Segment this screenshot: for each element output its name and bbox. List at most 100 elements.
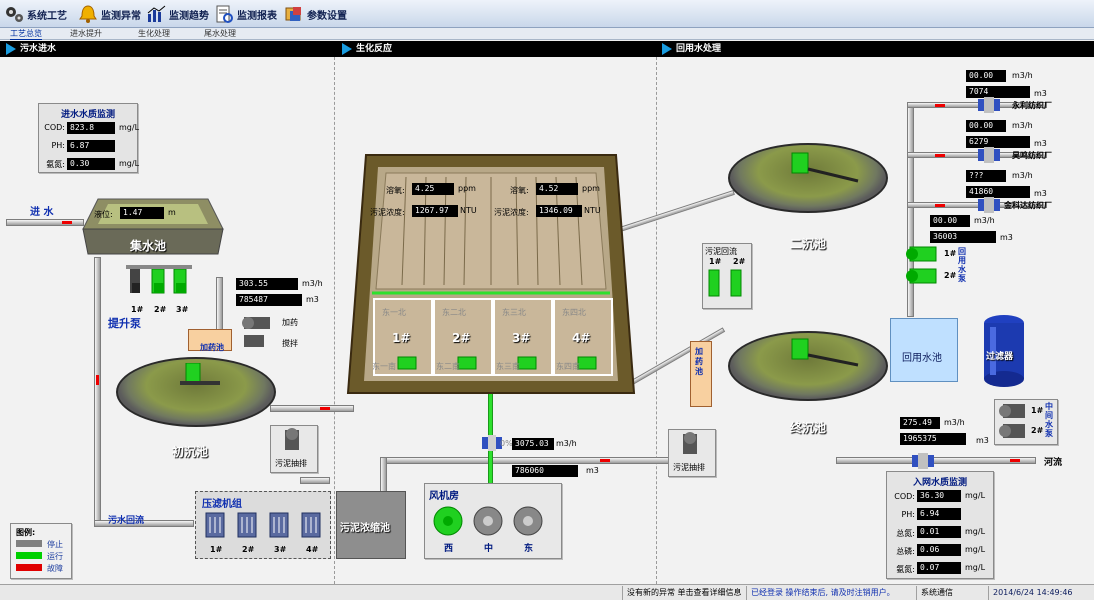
bio-cell-2[interactable]: 2#	[452, 331, 471, 345]
blower-middle: 中	[484, 544, 494, 554]
customer-2-meter-icon	[978, 147, 1000, 163]
settings-button[interactable]: 参数设置	[284, 3, 347, 25]
outlet-quality-title: 入网水质监测	[912, 478, 967, 488]
outlet-cod-value: 36.30	[917, 490, 961, 502]
cell-tag-bottom-3: 东三南	[496, 362, 520, 371]
tab-tail-water[interactable]: 尾水处理	[204, 29, 236, 38]
cell-tag-top-1: 东一北	[382, 308, 406, 317]
report-icon	[216, 5, 233, 23]
inlet-ammonia-label: 氨氮:	[46, 160, 65, 169]
cell-tag-top-4: 东四北	[562, 308, 586, 317]
mid-pump-label: 中间水泵	[1045, 402, 1053, 438]
air-valve-label: 0%	[500, 439, 513, 448]
alarm-status[interactable]: 没有新的异常 单击查看详细信息	[622, 586, 746, 600]
bio-cell-1[interactable]: 1#	[392, 331, 411, 345]
customer-3-rate-unit: m3/h	[1012, 171, 1033, 180]
bio-cell-3[interactable]: 3#	[512, 331, 531, 345]
air-flow-total: 786060	[512, 465, 578, 477]
flow-arrow	[935, 154, 945, 157]
trend-button[interactable]: 监测趋势	[146, 3, 209, 25]
secondary-clarifier-name: 二沉池	[790, 237, 827, 251]
customer-1-meter-icon	[978, 97, 1000, 113]
dosing-pump-label: 加药	[282, 318, 298, 327]
customer-3-rate: ???	[966, 170, 1006, 182]
reuse-flow-rate: 00.00	[930, 215, 970, 227]
inlet-pipe	[6, 219, 84, 226]
sludge-thickener[interactable]	[336, 491, 406, 559]
customer-1-rate-unit: m3/h	[1012, 71, 1033, 80]
lift-pump-1-id: 1#	[131, 305, 144, 314]
customer-1-total-unit: m3	[1034, 89, 1047, 98]
legend-stopped-label: 停止	[47, 540, 63, 549]
process-button-label: 系统工艺	[27, 10, 67, 22]
final-clarifier-name: 终沉池	[790, 421, 827, 435]
outlet-tp-label: 总磷:	[896, 547, 915, 556]
customer-2-total: 6279	[966, 136, 1030, 148]
primary-clarifier-name: 初沉池	[172, 445, 209, 459]
do-left-label: 溶氧:	[386, 186, 405, 195]
tab-bio-treatment[interactable]: 生化处理	[138, 29, 170, 38]
level-value: 1.47	[120, 207, 164, 219]
process-canvas: 进水水质监测 COD: 823.8 mg/L PH: 6.87 氨氮: 0.30…	[0, 57, 1094, 584]
dosing-tank-right[interactable]	[690, 341, 712, 407]
lift-flow-rate-unit: m3/h	[302, 279, 323, 288]
legend-stopped-swatch	[16, 540, 42, 547]
primary-clarifier-drive	[180, 363, 220, 385]
lift-pumps[interactable]	[126, 265, 192, 305]
sludge-return-pumps[interactable]: 污泥回流 1# 2#	[702, 243, 752, 309]
secondary-clarifier-bridge	[791, 152, 859, 183]
trend-button-label: 监测趋势	[169, 10, 209, 22]
bell-icon	[79, 5, 97, 23]
inlet-ph-value: 6.87	[67, 140, 115, 152]
flow-arrow	[96, 375, 99, 385]
filter-tank[interactable]	[982, 315, 1026, 389]
level-label: 液位:	[94, 210, 113, 219]
legend-running-label: 运行	[47, 552, 63, 561]
inflow-label: 进 水	[30, 207, 54, 218]
reuse-pool[interactable]	[890, 318, 958, 382]
filter-press-3-id: 3#	[274, 545, 287, 554]
flow-arrow	[600, 459, 610, 462]
cell-tag-bottom-2: 东二南	[436, 362, 460, 371]
mid-pumps[interactable]: 1# 2# 中间水泵	[994, 399, 1058, 445]
river-pipe	[836, 457, 1036, 464]
inlet-ammonia-value: 0.30	[67, 158, 115, 170]
report-button[interactable]: 监测报表	[214, 3, 277, 25]
reuse-pumps[interactable]	[904, 245, 946, 291]
filter-press-units[interactable]	[202, 511, 328, 541]
mlss-right-unit: NTU	[584, 206, 601, 215]
datetime: 2014/6/24 14:49:46	[988, 586, 1077, 600]
sludge-thickener-name: 污泥浓缩池	[340, 523, 390, 534]
cell-tag-top-3: 东三北	[502, 308, 526, 317]
filter-press-title: 压滤机组	[202, 499, 242, 510]
dosing-tank[interactable]	[188, 329, 232, 351]
bio-cell-4[interactable]: 4#	[572, 331, 591, 345]
status-bar: 没有新的异常 单击查看详细信息 已经登录 操作结束后, 请及时注销用户。 系统通…	[0, 584, 1094, 600]
bio-mixers	[397, 356, 597, 370]
process-button[interactable]: 系统工艺	[4, 3, 67, 25]
comm-status: 系统通信	[916, 586, 957, 600]
outlet-cod-label: COD:	[894, 492, 915, 501]
report-button-label: 监测报表	[237, 10, 277, 22]
reuse-flow-rate-unit: m3/h	[974, 216, 995, 225]
blowers[interactable]	[432, 505, 562, 537]
tab-overview[interactable]: 工艺总览	[10, 29, 42, 40]
sludge-pump-left-label: 污泥抽排	[275, 459, 307, 468]
settings-button-label: 参数设置	[307, 10, 347, 22]
customer-3-total-unit: m3	[1034, 189, 1047, 198]
customer-2-total-unit: m3	[1034, 139, 1047, 148]
customer-3-name: 金科达纺织厂	[1004, 201, 1052, 210]
flow-arrow	[935, 104, 945, 107]
top-toolbar: 系统工艺 监测异常 监测趋势 监测报表 参数设置	[0, 0, 1094, 28]
return-pipe	[94, 257, 101, 527]
legend-running-swatch	[16, 552, 42, 559]
user-status[interactable]: 已经登录 操作结束后, 请及时注销用户。	[746, 586, 899, 600]
tab-inlet-lift[interactable]: 进水提升	[70, 29, 102, 38]
sludge-pump-right[interactable]: 污泥抽排	[668, 429, 716, 477]
dosing-pump-icon[interactable]	[240, 309, 280, 349]
flow-arrow	[935, 204, 945, 207]
bio-to-secondary-pipe	[619, 190, 735, 232]
sludge-pump-left[interactable]: 污泥抽排	[270, 425, 318, 473]
sludge-return-pipe	[380, 457, 680, 464]
alarm-button[interactable]: 监测异常	[78, 3, 141, 25]
